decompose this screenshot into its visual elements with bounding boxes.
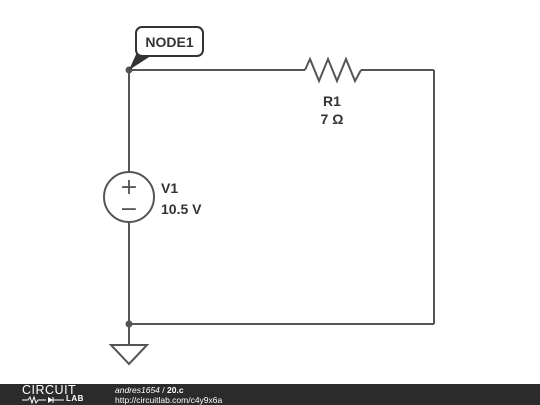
logo-text-lab: LAB <box>66 394 84 403</box>
node-label-text: NODE1 <box>145 34 193 50</box>
ground-symbol[interactable] <box>108 344 150 366</box>
circuit-url-link[interactable]: http://circuitlab.com/c4y9x6a <box>115 395 223 405</box>
wires <box>128 69 435 345</box>
node-label-tag[interactable]: NODE1 <box>129 26 204 70</box>
node-label-box <box>135 26 204 57</box>
circuitlab-logo[interactable]: CIRCUIT LAB <box>22 383 94 405</box>
source-minus-sign: − <box>120 197 138 222</box>
resistor-value-label: 7 Ω <box>321 111 344 127</box>
circuit-schematic: + − NODE1 R1 7 Ω V1 10.5 V <box>103 26 435 366</box>
circuit-title: 20.c <box>167 385 184 395</box>
resistor-symbol[interactable] <box>304 56 362 84</box>
author-link[interactable]: andres1654 <box>115 385 160 395</box>
logo-circuit-icon <box>22 395 64 405</box>
logo-text-circuit: CIRCUIT <box>22 383 77 397</box>
credit-separator: / <box>159 385 167 395</box>
source-name-label: V1 <box>161 180 178 196</box>
credit-line: andres1654 / 20.c <box>115 385 184 395</box>
voltage-source-symbol[interactable] <box>103 171 155 223</box>
source-plus-sign: + <box>120 175 138 200</box>
junction-dot-ground <box>125 320 133 328</box>
resistor-name-label: R1 <box>323 93 341 109</box>
footer-bar: CIRCUIT LAB andres1654 / 20.c http://cir… <box>0 383 540 405</box>
source-value-label: 10.5 V <box>161 201 202 217</box>
